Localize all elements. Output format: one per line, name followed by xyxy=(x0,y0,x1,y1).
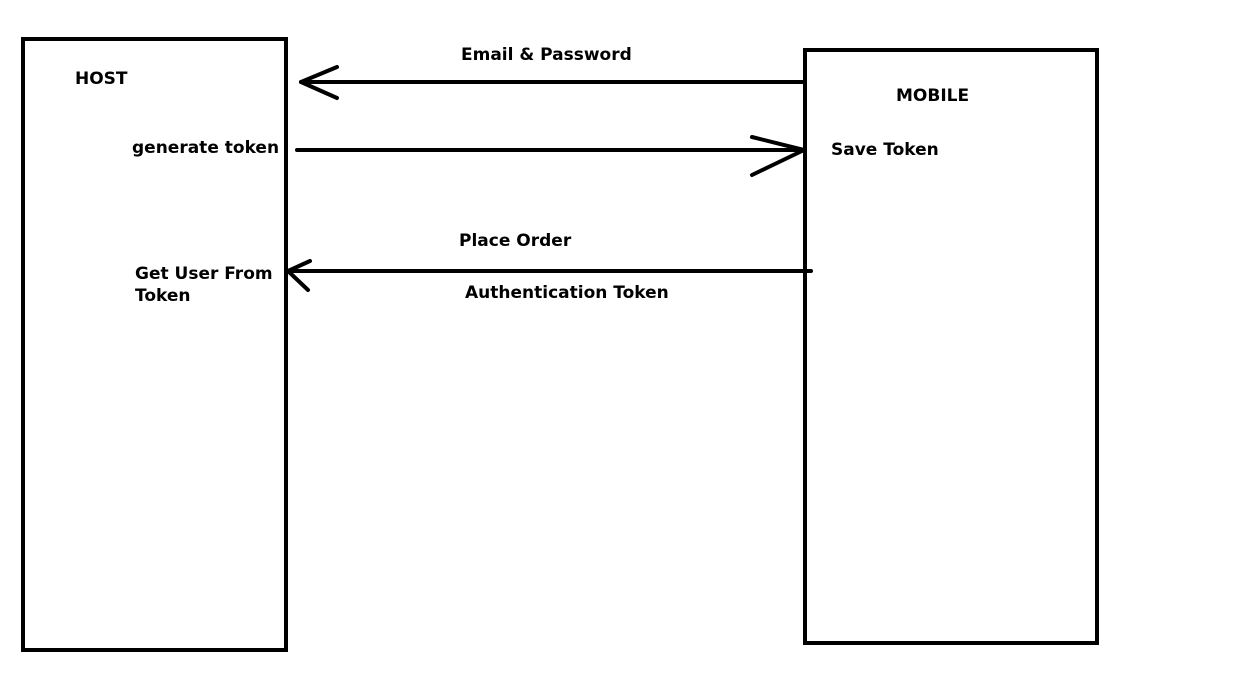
arrow-token-response xyxy=(295,135,806,177)
arrow-place-order-head xyxy=(286,259,312,292)
host-box xyxy=(21,37,288,652)
message-place-order: Place Order xyxy=(459,231,572,251)
message-authentication-token: Authentication Token xyxy=(465,283,669,303)
mobile-step-save-token: Save Token xyxy=(831,140,939,160)
message-email-password: Email & Password xyxy=(461,45,632,65)
arrow-email-password xyxy=(299,65,807,100)
host-step-get-user: Get User From Token xyxy=(135,264,273,306)
mobile-title: MOBILE xyxy=(896,86,970,106)
host-title: HOST xyxy=(75,69,128,89)
arrow-email-password-head xyxy=(299,65,339,100)
mobile-box xyxy=(803,48,1099,645)
host-step-generate-token: generate token xyxy=(132,138,280,158)
arrow-token-response-head xyxy=(750,135,806,177)
arrow-place-order xyxy=(286,259,813,292)
